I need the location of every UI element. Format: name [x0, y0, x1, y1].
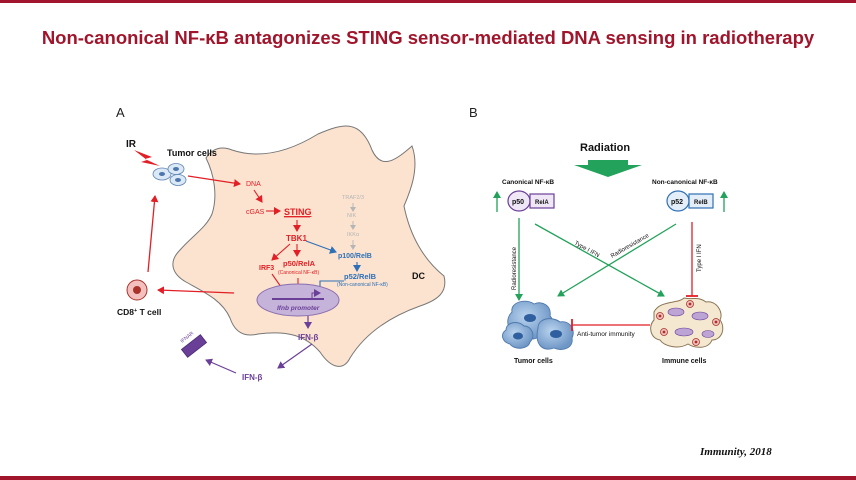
canonical-label-a: (Canonical NF-κB)	[278, 270, 319, 276]
radioresistance-left-label: Radioresistance	[512, 246, 518, 290]
lightning-icon	[134, 150, 160, 166]
ifnb-outer-label: IFN-β	[242, 373, 263, 382]
top-accent-bar	[0, 0, 856, 3]
type-ifn-cross-label: Type I IFN	[573, 241, 600, 260]
immune-cells-cluster-icon	[650, 297, 724, 348]
dna-to-cgas-arrow	[253, 189, 263, 203]
relb-subunit	[688, 193, 714, 209]
tbk1-to-irf3-arrow	[271, 243, 291, 261]
noncanonical-label-a: (Non-canonical NF-κB)	[337, 282, 388, 288]
ifnb-inner-label: IFN-β	[298, 333, 319, 342]
rela-label: RelA	[535, 200, 549, 206]
panel-a-label: A	[116, 105, 125, 120]
radiation-arrow	[574, 160, 642, 177]
noncanonical-label-b: Non-canonical NF-κB	[652, 179, 718, 186]
tumor-cells-cluster-icon	[502, 300, 574, 350]
cd8-to-tumor-arrow	[147, 195, 159, 273]
panel-b-label: B	[469, 105, 478, 120]
anti-tumor-immunity-label: Anti-tumor immunity	[577, 331, 636, 338]
tbk1-to-p100relb-arrow	[305, 240, 337, 254]
cd8-t-cell-icon	[126, 279, 148, 301]
type-ifn-right-label: Type I IFN	[697, 244, 703, 272]
panel-a: A IR Tumor cells DNA cGAS STING TBK1 IRF…	[116, 105, 446, 382]
transcription-start-arrow	[311, 289, 321, 299]
tumor-cells-icon	[152, 163, 187, 186]
sting-label: STING	[284, 207, 312, 217]
immune-cells-label: Immune cells	[662, 358, 706, 365]
promoter-label: Ifnb promoter	[277, 305, 320, 312]
relb-label: RelB	[694, 200, 708, 206]
radioresistance-cross-label: Radioresistance	[610, 233, 651, 260]
citation: Immunity, 2018	[700, 446, 772, 458]
p50-rela-label: p50/RelA	[283, 259, 316, 268]
dc-label: DC	[412, 271, 425, 281]
tumor-cells-label-b: Tumor cells	[514, 358, 553, 365]
dc-to-cd8-arrow	[157, 286, 235, 295]
bottom-accent-bar	[0, 476, 856, 480]
nik-label: NIK	[347, 213, 357, 219]
noncanonical-to-tumor-arrow	[557, 223, 677, 297]
rela-subunit	[529, 193, 555, 209]
radiation-label: Radiation	[580, 142, 630, 154]
canonical-to-immune-arrow	[534, 223, 665, 297]
ifnar-receptor	[180, 334, 208, 358]
dna-label: DNA	[246, 181, 261, 188]
p52-relb-label: p52/RelB	[344, 272, 377, 281]
cgas-label: cGAS	[246, 209, 265, 216]
ifnb-to-ifnar-arrow	[205, 358, 237, 374]
ifnb-exit-arrow	[277, 343, 313, 369]
p100-relb-label: p100/RelB	[338, 253, 372, 260]
tbk1-label: TBK1	[286, 234, 307, 243]
p52-label: p52	[671, 199, 683, 206]
cd8-t-cell-label: CD8+ T cell	[117, 307, 161, 317]
canonical-label-b: Canonical NF-κB	[502, 179, 554, 186]
ir-label: IR	[126, 139, 137, 150]
slide-title: Non-canonical NF-κB antagonizes STING se…	[41, 27, 815, 48]
irf3-label: IRF3	[259, 265, 274, 272]
tumor-to-dna-arrow	[187, 175, 241, 188]
dendritic-cell-body	[172, 125, 446, 367]
tumor-cells-label-a: Tumor cells	[167, 148, 217, 158]
ikka-label: IKKα	[347, 232, 360, 238]
p50-label: p50	[512, 199, 524, 206]
panel-b: B Radiation Canonical NF-κB p50 RelA Non…	[469, 105, 728, 365]
traf-label: TRAF2/3	[342, 195, 364, 201]
